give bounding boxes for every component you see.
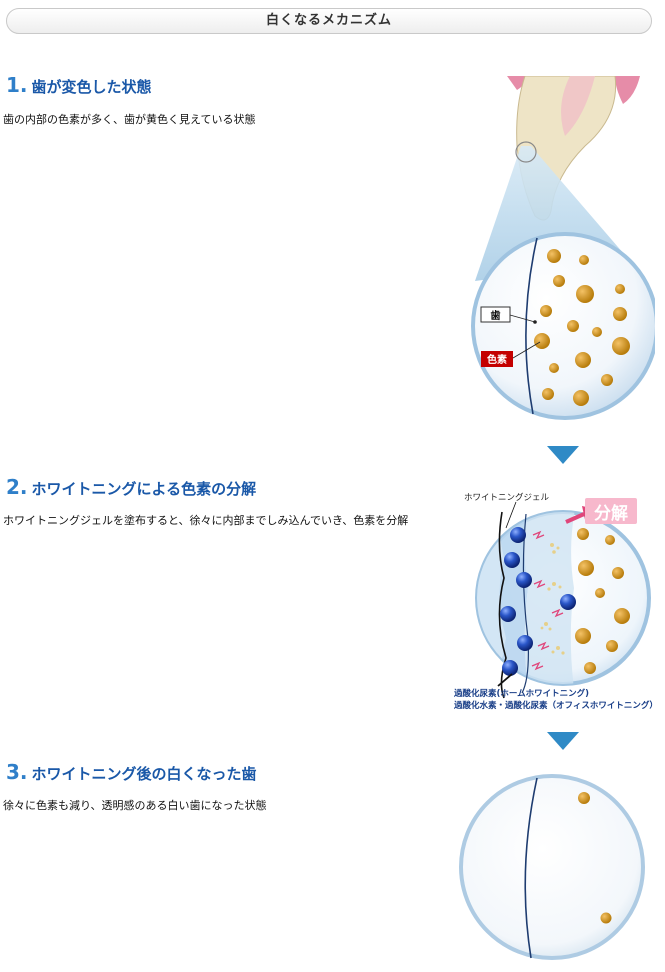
section-1-description: 歯の内部の色素が多く、歯が黄色く見えている状態 xyxy=(3,113,256,126)
caption-office-whitening: 過酸化水素・過酸化尿素（オフィスホワイトニング） xyxy=(454,701,658,711)
section-1-number: 1. xyxy=(6,73,28,97)
section-3-description: 徐々に色素も減り、透明感のある白い歯になった状態 xyxy=(3,799,267,812)
caption-home-whitening: 過酸化尿素(ホームホワイトニング) xyxy=(454,689,590,699)
section-2-heading: 2.ホワイトニングによる色素の分解 xyxy=(6,475,256,499)
tooth-discolored-illustration: 歯 色素 xyxy=(471,76,655,420)
whitening-agent-caption: 過酸化尿素(ホームホワイトニング) 過酸化水素・過酸化尿素（オフィスホワイトニン… xyxy=(454,688,658,712)
whitening-decomposition-illustration: 分解 ホワイトニングジェル xyxy=(464,492,651,699)
whitened-tooth-illustration xyxy=(459,774,645,960)
tooth-label: 歯 xyxy=(491,309,501,322)
decompose-label: 分解 xyxy=(594,503,628,524)
section-2-description: ホワイトニングジェルを塗布すると、徐々に内部までしみ込んでいき、色素を分解 xyxy=(3,514,409,527)
section-2-number: 2. xyxy=(6,475,28,499)
gel-label: ホワイトニングジェル xyxy=(464,492,550,503)
section-1-heading: 1.歯が変色した状態 xyxy=(6,73,152,97)
page-title-bar: 白くなるメカニズム xyxy=(6,8,652,34)
section-3-number: 3. xyxy=(6,760,28,784)
page-title: 白くなるメカニズム xyxy=(265,13,392,28)
down-arrow-icon xyxy=(547,732,579,750)
down-arrow-icon xyxy=(547,446,579,464)
section-1-title: 歯が変色した状態 xyxy=(31,78,152,96)
section-3-heading: 3.ホワイトニング後の白くなった歯 xyxy=(6,760,257,784)
section-2-title: ホワイトニングによる色素の分解 xyxy=(31,480,257,498)
pigment-label: 色素 xyxy=(487,353,507,366)
section-3-title: ホワイトニング後の白くなった歯 xyxy=(31,765,257,783)
